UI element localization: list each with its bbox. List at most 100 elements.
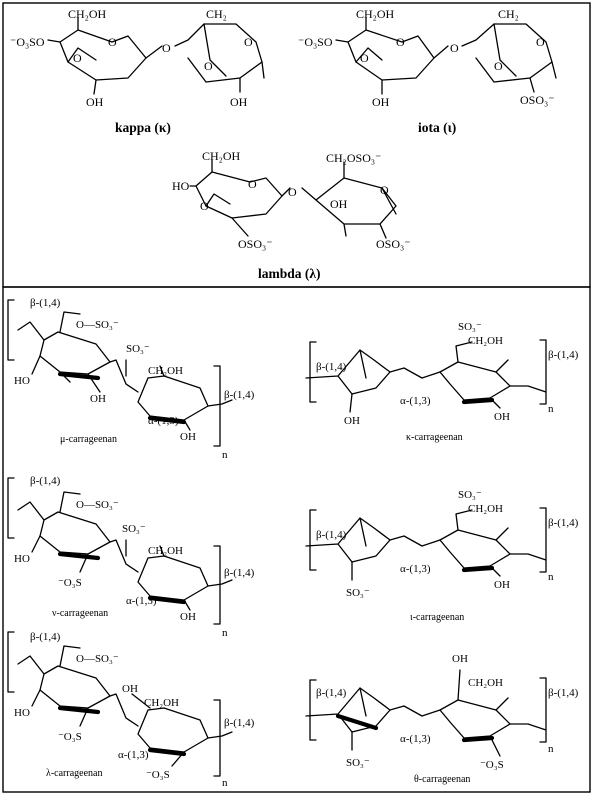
theta-carrageenan: β-(1,4) OH CH₂OH SO₃⁻ ⁻O₃S α-(1,3) β-(1,… bbox=[305, 653, 579, 785]
lambda-ring-o3: O bbox=[380, 183, 389, 197]
kappa-glycosidic-o: O bbox=[162, 41, 171, 55]
iota-a13: α-(1,3) bbox=[400, 563, 431, 575]
kappa-name: κ-carrageenan bbox=[406, 432, 463, 443]
mu-name: μ-carrageenan bbox=[60, 434, 117, 445]
nu-carrageenan: β-(1,4) O—SO₃⁻ SO₃⁻ CH₂OH HO ⁻O₃S OH α-(… bbox=[7, 475, 255, 639]
kappa-ch2oh: CH₂OH bbox=[468, 335, 503, 347]
nu-name: ν-carrageenan bbox=[52, 608, 108, 619]
mu-b14-right: β-(1,4) bbox=[224, 389, 255, 401]
kappa-title: kappa (κ) bbox=[115, 120, 171, 135]
theta-n: n bbox=[548, 743, 554, 755]
theta-ch2oh: CH₂OH bbox=[468, 677, 503, 689]
bottom-panel-frame bbox=[2, 286, 591, 793]
iota-so3: SO₃⁻ bbox=[458, 489, 482, 501]
kappa-oh1: OH bbox=[86, 95, 104, 109]
lambda-ho-label: HO bbox=[172, 179, 190, 193]
iota-name: ι-carrageenan bbox=[410, 612, 464, 623]
iota-ch2-label: CH₂ bbox=[498, 7, 519, 21]
lambda-glycosidic-o: O bbox=[288, 185, 297, 199]
kappa-structure: ⁻O₃SO CH₂OH O O O CH₂ O O OH OH kappa (κ… bbox=[10, 7, 265, 135]
iota-ch2oh-label: CH₂OH bbox=[356, 7, 395, 21]
lambda-ring-o1: O bbox=[248, 177, 257, 191]
nu-b14-right: β-(1,4) bbox=[224, 567, 255, 579]
theta-o3s: ⁻O₃S bbox=[480, 759, 504, 771]
lambda-carrageenan: β-(1,4) O—SO₃⁻ OH CH₂OH HO ⁻O₃S ⁻O₃S α-(… bbox=[7, 631, 255, 789]
nu-oso3: O—SO₃⁻ bbox=[76, 499, 119, 511]
kappa-b14-right: β-(1,4) bbox=[548, 349, 579, 361]
kappa-a13: α-(1,3) bbox=[400, 395, 431, 407]
mu-oh1: OH bbox=[90, 393, 106, 405]
kappa-ring-o1: O bbox=[108, 35, 117, 49]
theta-b14-right: β-(1,4) bbox=[548, 687, 579, 699]
lambda-n: n bbox=[222, 777, 228, 789]
kappa-oh1: OH bbox=[344, 415, 360, 427]
kappa-n: n bbox=[548, 403, 554, 415]
iota-ring-o1: O bbox=[396, 35, 405, 49]
iota-ring-o2: O bbox=[360, 51, 369, 65]
lambda-o3s: ⁻O₃S bbox=[58, 731, 82, 743]
lambda-oh: OH bbox=[122, 683, 138, 695]
nu-n: n bbox=[222, 627, 228, 639]
nu-ch2oh: CH₂OH bbox=[148, 545, 183, 557]
lambda-b14-right: β-(1,4) bbox=[224, 717, 255, 729]
theta-name: θ-carrageenan bbox=[414, 774, 470, 785]
lambda-ch2oh-label: CH₂OH bbox=[202, 149, 241, 163]
iota-n: n bbox=[548, 571, 554, 583]
kappa-sulfate-label: ⁻O₃SO bbox=[10, 35, 45, 49]
iota-oh: OH bbox=[494, 579, 510, 591]
iota-structure: ⁻O₃SO CH₂OH O O O CH₂ O O OH OSO₃⁻ iota … bbox=[298, 7, 557, 135]
nu-so3: SO₃⁻ bbox=[122, 523, 146, 535]
mu-so3: SO₃⁻ bbox=[126, 343, 150, 355]
iota-glycosidic-o: O bbox=[450, 41, 459, 55]
theta-a13: α-(1,3) bbox=[400, 733, 431, 745]
mu-ho: HO bbox=[14, 375, 30, 387]
lambda-a13: α-(1,3) bbox=[118, 749, 149, 761]
iota-b14-right: β-(1,4) bbox=[548, 517, 579, 529]
iota-b14-left: β-(1,4) bbox=[316, 529, 347, 541]
mu-n: n bbox=[222, 449, 228, 461]
kappa-bridge-o: O bbox=[204, 59, 213, 73]
kappa-carrageenan: β-(1,4) SO₃⁻ CH₂OH OH OH α-(1,3) β-(1,4)… bbox=[305, 321, 579, 443]
iota-carrageenan: β-(1,4) SO₃⁻ CH₂OH OH α-(1,3) SO₃⁻ β-(1,… bbox=[305, 489, 579, 623]
lambda-o3s2: ⁻O₃S bbox=[146, 769, 170, 781]
kappa-b14-left: β-(1,4) bbox=[316, 361, 347, 373]
iota-oso3: OSO₃⁻ bbox=[520, 93, 555, 107]
iota-oh1: OH bbox=[372, 95, 390, 109]
kappa-so3: SO₃⁻ bbox=[458, 321, 482, 333]
lambda-oso3-b: OSO₃⁻ bbox=[376, 237, 411, 251]
kappa-ring-o2: O bbox=[73, 51, 82, 65]
lambda-oso3: O—SO₃⁻ bbox=[76, 653, 119, 665]
mu-oh2: OH bbox=[180, 431, 196, 443]
nu-b14-left: β-(1,4) bbox=[30, 475, 61, 487]
lambda-ring-o2: O bbox=[200, 199, 209, 213]
iota-ch2oh: CH₂OH bbox=[468, 503, 503, 515]
mu-b14-left: β-(1,4) bbox=[30, 297, 61, 309]
nu-ho: HO bbox=[14, 553, 30, 565]
kappa-ring-o3: O bbox=[244, 35, 253, 49]
iota-ring-o3: O bbox=[536, 35, 545, 49]
iota-bridge-o: O bbox=[494, 59, 503, 73]
lambda-ch2oso3-label: CH₂OSO₃⁻ bbox=[326, 151, 381, 165]
kappa-ch2oh-label: CH₂OH bbox=[68, 7, 107, 21]
mu-ch2oh: CH₂OH bbox=[148, 365, 183, 377]
nu-oh: OH bbox=[180, 611, 196, 623]
kappa-ch2-label: CH₂ bbox=[206, 7, 227, 21]
lambda-oso3-a: OSO₃⁻ bbox=[238, 237, 273, 251]
mu-carrageenan: β-(1,4) O—SO₃⁻ SO₃⁻ CH₂OH HO OH OH α-(1,… bbox=[7, 297, 255, 461]
lambda-structure: CH₂OH CH₂OSO₃⁻ HO O O O O OH OSO₃⁻ OSO₃⁻… bbox=[172, 149, 411, 281]
iota-sulfate-label: ⁻O₃SO bbox=[298, 35, 333, 49]
iota-title: iota (ι) bbox=[418, 120, 456, 135]
nu-o3s: ⁻O₃S bbox=[58, 577, 82, 589]
theta-b14-left: β-(1,4) bbox=[316, 687, 347, 699]
lambda-name: λ-carrageenan bbox=[46, 768, 102, 779]
mu-a13: α-(1,3) bbox=[148, 415, 179, 427]
iota-so3b: SO₃⁻ bbox=[346, 587, 370, 599]
theta-oh: OH bbox=[452, 653, 468, 665]
lambda-title: lambda (λ) bbox=[258, 266, 321, 281]
top-panel-frame bbox=[2, 2, 591, 288]
kappa-oh2: OH bbox=[230, 95, 248, 109]
lambda-b14-left: β-(1,4) bbox=[30, 631, 61, 643]
theta-so3: SO₃⁻ bbox=[346, 757, 370, 769]
kappa-oh2: OH bbox=[494, 411, 510, 423]
